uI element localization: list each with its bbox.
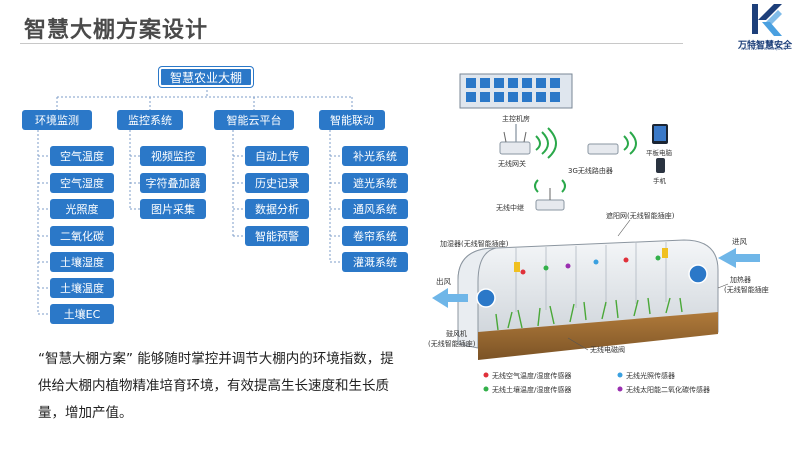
node-character-overlay: 字符叠加器 [140, 173, 206, 193]
node-illuminance: 光照度 [50, 199, 114, 219]
label-fan: 鼓风机 (无线智能插座) [428, 329, 476, 348]
node-ventilation: 通风系统 [342, 199, 408, 219]
label-outflow: 出风 [436, 276, 451, 286]
title-divider [20, 43, 683, 44]
branch-environment: 环境监测 [22, 110, 92, 130]
legend-item: 无线土壤温度/湿度传感器 [492, 385, 571, 394]
node-data-analysis: 数据分析 [245, 199, 309, 219]
server-rack-icon [459, 73, 573, 109]
label-inflow: 进风 [732, 237, 747, 246]
outflow-arrow-icon [432, 288, 468, 308]
phone-icon [656, 158, 665, 173]
wifi-icon [623, 131, 637, 155]
label-humidifier: 加湿器(无线智能插座) [440, 239, 509, 248]
branch-linkage: 智能联动 [319, 110, 385, 130]
node-fill-light: 补光系统 [342, 146, 408, 166]
node-curtain: 卷帘系统 [342, 226, 408, 246]
branch-cloud: 智能云平台 [214, 110, 294, 130]
node-irrigation: 灌溉系统 [342, 252, 408, 272]
greenhouse-body [457, 239, 719, 360]
node-air-humidity: 空气湿度 [50, 173, 114, 193]
label-gateway: 无线网关 [498, 159, 526, 168]
gateway-icon [499, 131, 531, 155]
description-text: “智慧大棚方案” 能够随时掌控并调节大棚内的环境指数，提供给大棚内植物精准培育环… [38, 351, 394, 421]
node-auto-upload: 自动上传 [245, 146, 309, 166]
label-shade: 遮阳网(无线智能插座) [606, 211, 675, 220]
router-icon [587, 143, 619, 155]
node-image-capture: 图片采集 [140, 199, 206, 219]
greenhouse-diagram: 主控机房 无线网关 3G无线路由器 平板电脑 手机 无线中继 遮阳网(无线智能插… [428, 73, 769, 394]
legend: 无线空气温度/湿度传感器 无线光照传感器 无线土壤温度/湿度传感器 无线太阳能二… [483, 371, 710, 394]
branch-monitoring: 监控系统 [117, 110, 183, 130]
node-shading: 遮光系统 [342, 173, 408, 193]
node-soil-temperature: 土壤温度 [50, 278, 114, 298]
legend-item: 无线空气温度/湿度传感器 [492, 371, 571, 380]
label-relay: 无线中继 [496, 203, 524, 212]
node-history: 历史记录 [245, 173, 309, 193]
label-router: 3G无线路由器 [568, 166, 613, 175]
logo-text: 万特智慧安全 [738, 41, 793, 51]
logo-mark-icon [752, 4, 782, 36]
relay-icon [535, 188, 565, 211]
node-soil-ec: 土壤EC [50, 304, 114, 324]
node-soil-humidity: 土壤湿度 [50, 252, 114, 272]
wifi-icon [535, 127, 557, 159]
node-smart-alert: 智能预警 [245, 226, 309, 246]
label-tablet: 平板电脑 [646, 148, 673, 157]
inflow-arrow-icon [718, 248, 760, 268]
page-title: 智慧大棚方案设计 [24, 18, 209, 43]
label-valve: 无线电磁阀 [590, 345, 625, 354]
legend-item: 无线光照传感器 [626, 371, 675, 380]
label-phone: 手机 [653, 176, 667, 185]
label-heater: 加热器 (无线智能插座 [724, 275, 769, 294]
node-co2: 二氧化碳 [50, 226, 114, 246]
wifi-icon [534, 179, 566, 193]
node-air-temperature: 空气温度 [50, 146, 114, 166]
legend-item: 无线太阳能二氧化碳传感器 [626, 385, 710, 394]
label-server: 主控机房 [502, 114, 530, 123]
logo-subtext: WANTEZHIHUIANQUAN [741, 47, 787, 51]
tree-root: 智慧农业大棚 [159, 67, 253, 87]
node-video-monitoring: 视频监控 [140, 146, 206, 166]
